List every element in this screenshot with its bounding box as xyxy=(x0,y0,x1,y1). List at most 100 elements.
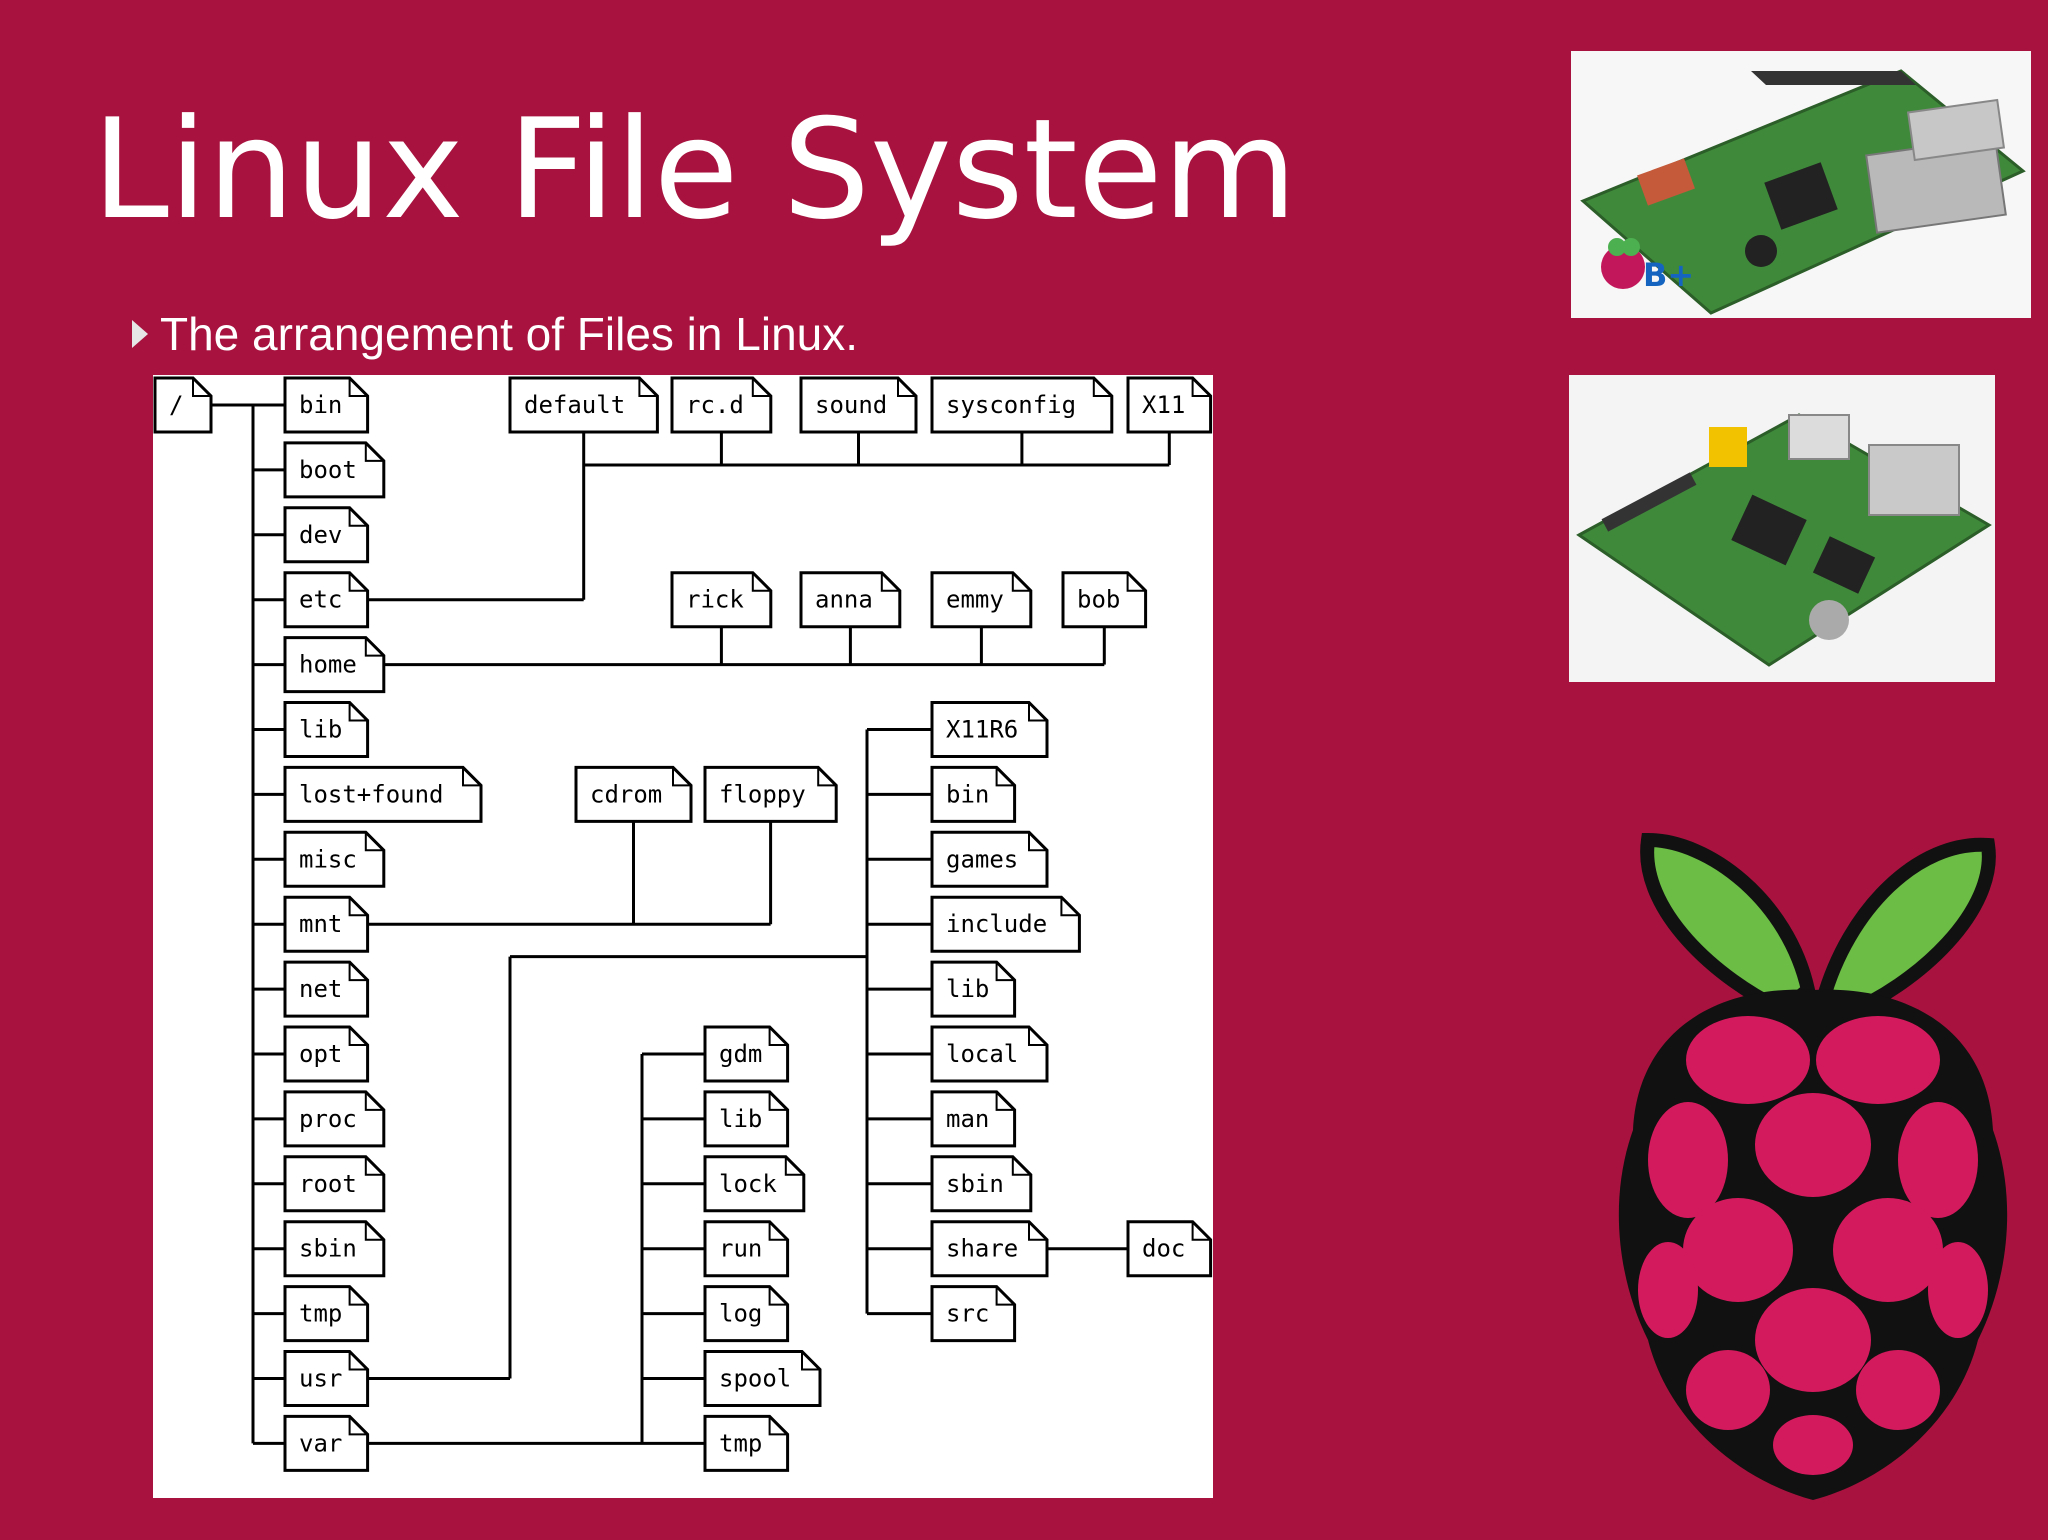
node-usr-6: man xyxy=(930,1090,1017,1148)
node-label: var xyxy=(299,1429,342,1457)
node-label: sbin xyxy=(946,1170,1004,1198)
filesystem-tree-canvas: / bin boot dev etc home lib lost+found misc mnt ne… xyxy=(153,376,1213,1472)
node-usr-7: sbin xyxy=(930,1155,1033,1213)
node-home-2: emmy xyxy=(930,571,1033,629)
node-var-6: tmp xyxy=(703,1414,790,1472)
node-label: bob xyxy=(1077,586,1120,614)
node-label: log xyxy=(719,1300,762,1328)
node-label: lost+found xyxy=(299,780,444,808)
node-label: default xyxy=(524,391,625,419)
node-root: / xyxy=(153,376,213,434)
node-label: sysconfig xyxy=(946,391,1076,419)
node-label: include xyxy=(946,910,1047,938)
node-label: proc xyxy=(299,1105,357,1133)
node-label: lock xyxy=(719,1170,777,1198)
node-label: root xyxy=(299,1170,357,1198)
node-etc-3: sysconfig xyxy=(930,376,1114,434)
node-label: tmp xyxy=(719,1429,762,1457)
node-label: bin xyxy=(299,391,342,419)
node-var-5: spool xyxy=(703,1350,822,1407)
node-etc-4: X11 xyxy=(1126,376,1213,434)
node-label: usr xyxy=(299,1365,342,1393)
node-home-3: bob xyxy=(1061,571,1148,629)
node-label: floppy xyxy=(719,780,806,808)
bullet-text: The arrangement of Files in Linux. xyxy=(160,308,859,360)
node-label: rc.d xyxy=(686,391,744,419)
node-home-1: anna xyxy=(799,571,902,629)
node-var-4: log xyxy=(703,1285,790,1343)
node-var-0: gdm xyxy=(703,1025,790,1083)
node-top-10: opt xyxy=(283,1025,370,1083)
node-etc-0: default xyxy=(508,376,659,434)
slide-title: Linux File System xyxy=(92,89,1298,250)
node-label: rick xyxy=(686,586,744,614)
node-label: cdrom xyxy=(590,780,662,808)
node-top-11: proc xyxy=(283,1090,386,1148)
node-label: dev xyxy=(299,521,342,549)
node-usr-5: local xyxy=(930,1025,1049,1083)
filesystem-tree-diagram: / bin boot dev etc home lib lost+found misc mnt ne… xyxy=(153,375,1213,1498)
raspberry-pi-logo-icon xyxy=(1578,800,2048,1536)
node-label: home xyxy=(299,651,357,679)
raspberry-pi-b-plus-photo: B+ xyxy=(1571,51,2031,318)
node-label: gdm xyxy=(719,1040,762,1068)
node-label: spool xyxy=(719,1365,791,1393)
node-label: boot xyxy=(299,456,357,484)
node-usr-3: include xyxy=(930,895,1081,953)
node-label: misc xyxy=(299,845,357,873)
node-label: doc xyxy=(1142,1235,1185,1263)
node-etc-2: sound xyxy=(799,376,918,434)
bullet-arrow-icon xyxy=(132,320,148,348)
node-mnt-0: cdrom xyxy=(574,765,693,823)
node-label: tmp xyxy=(299,1300,342,1328)
node-top-14: tmp xyxy=(283,1285,370,1343)
node-label: X11R6 xyxy=(946,716,1018,744)
node-var-1: lib xyxy=(703,1090,790,1148)
node-var-3: run xyxy=(703,1220,790,1278)
node-label: anna xyxy=(815,586,873,614)
node-label: sbin xyxy=(299,1235,357,1263)
node-top-7: misc xyxy=(283,830,386,888)
node-label: local xyxy=(946,1040,1018,1068)
node-home-0: rick xyxy=(670,571,773,629)
node-top-8: mnt xyxy=(283,895,370,953)
node-top-2: dev xyxy=(283,506,370,564)
node-label: src xyxy=(946,1300,989,1328)
node-usr-9: src xyxy=(930,1285,1017,1343)
node-top-9: net xyxy=(283,960,370,1018)
node-top-4: home xyxy=(283,636,386,694)
node-etc-1: rc.d xyxy=(670,376,773,434)
node-label: lib xyxy=(946,975,989,1003)
node-top-12: root xyxy=(283,1155,386,1213)
bullet-item: The arrangement of Files in Linux. xyxy=(132,306,858,362)
node-label: run xyxy=(719,1235,762,1263)
node-mnt-1: floppy xyxy=(703,765,838,823)
node-usr-2: games xyxy=(930,830,1049,888)
node-label: lib xyxy=(299,716,342,744)
node-top-5: lib xyxy=(283,701,370,758)
node-label: / xyxy=(169,391,183,419)
node-top-0: bin xyxy=(283,376,370,434)
raspberry-pi-board-photo xyxy=(1569,375,1995,682)
node-label: bin xyxy=(946,780,989,808)
node-usr-0: X11R6 xyxy=(930,701,1049,758)
node-usr-8: share xyxy=(930,1220,1049,1278)
node-usr-1: bin xyxy=(930,765,1017,823)
node-var-2: lock xyxy=(703,1155,806,1213)
node-label: X11 xyxy=(1142,391,1185,419)
node-label: mnt xyxy=(299,910,342,938)
node-label: etc xyxy=(299,586,342,614)
node-label: opt xyxy=(299,1040,342,1068)
node-label: man xyxy=(946,1105,989,1133)
node-top-16: var xyxy=(283,1414,370,1472)
node-label: lib xyxy=(719,1105,762,1133)
node-top-6: lost+found xyxy=(283,765,483,823)
node-top-15: usr xyxy=(283,1350,370,1407)
node-label: net xyxy=(299,975,342,1003)
node-label: share xyxy=(946,1235,1018,1263)
node-share-0: doc xyxy=(1126,1220,1213,1278)
node-label: sound xyxy=(815,391,887,419)
node-usr-4: lib xyxy=(930,960,1017,1018)
node-top-13: sbin xyxy=(283,1220,386,1278)
node-label: games xyxy=(946,845,1018,873)
